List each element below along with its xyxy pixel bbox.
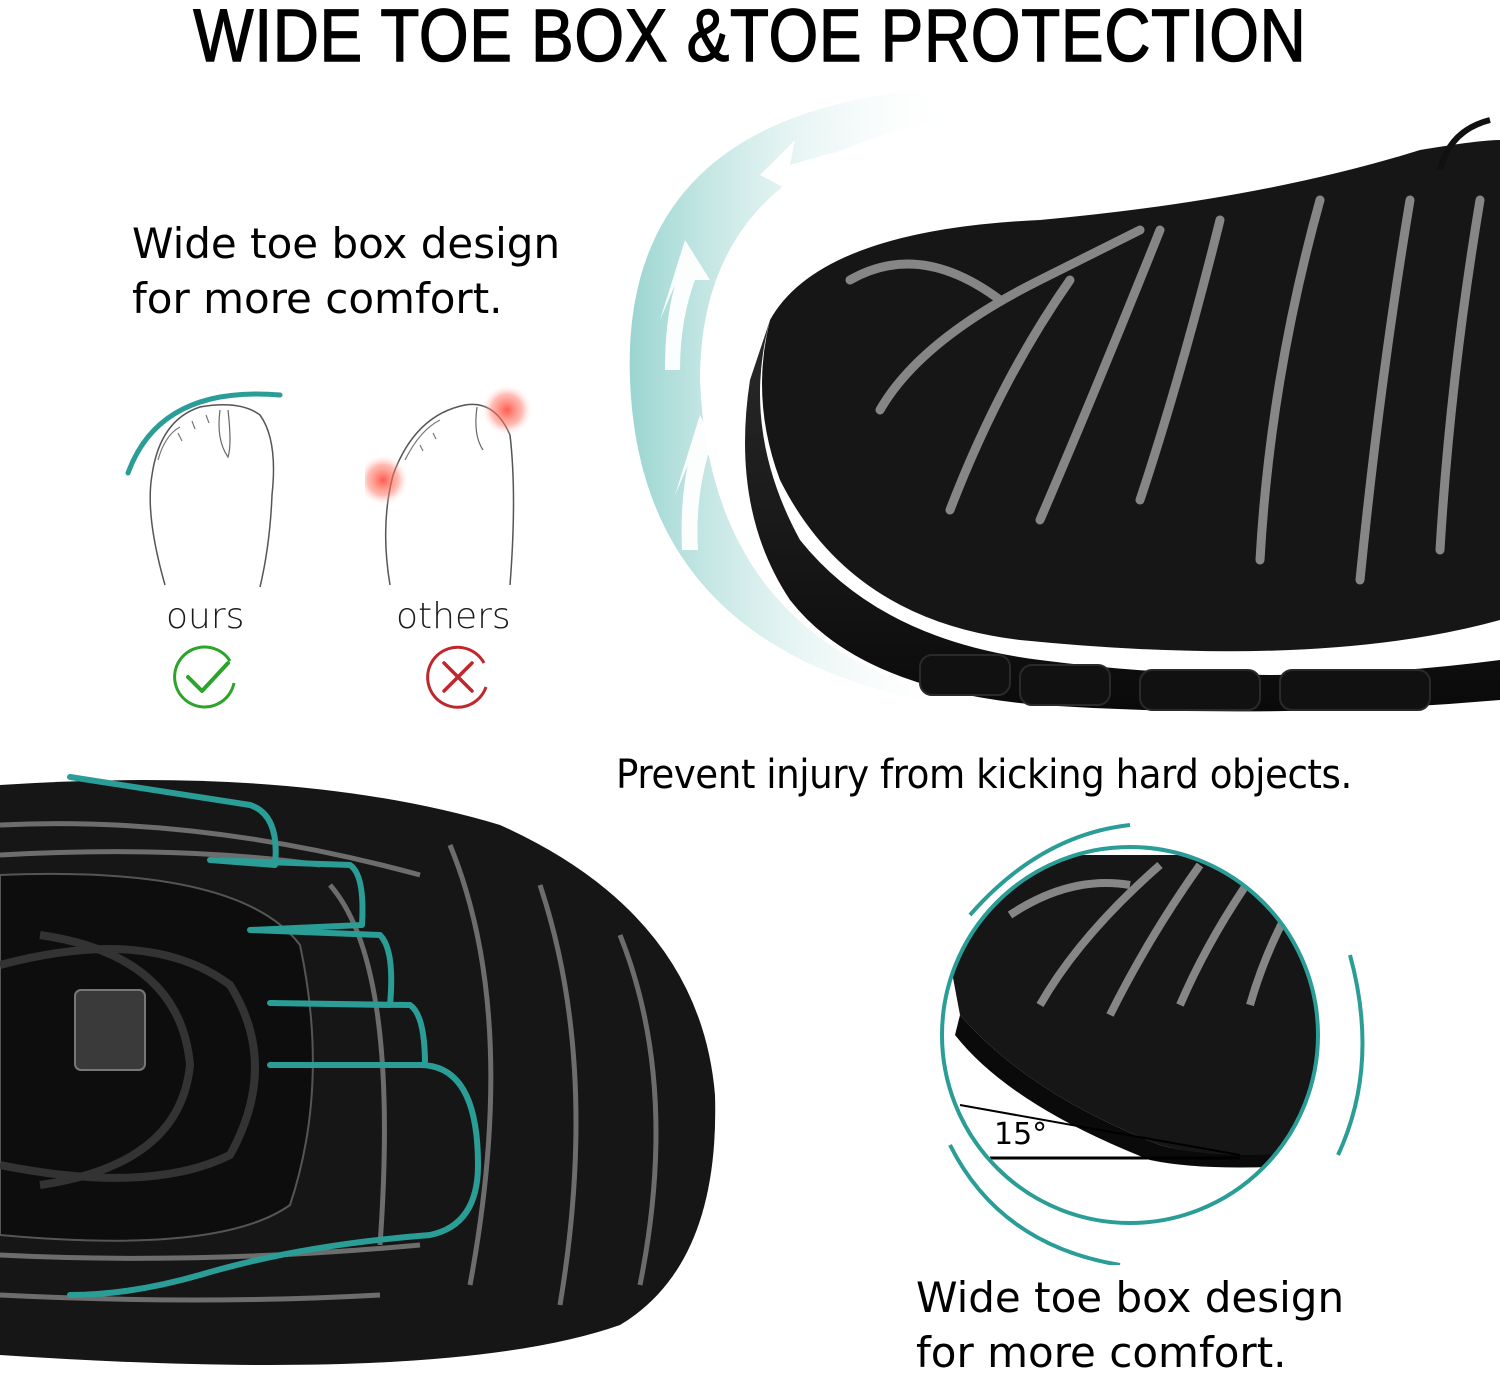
arrow-icons [660,140,885,550]
protection-arc [629,90,960,700]
bottom-caption-line-1: Wide toe box design [916,1273,1345,1322]
pain-spot-left [365,454,409,506]
outer-arc-top [968,823,1131,917]
outer-arc-bottom [948,1144,1121,1265]
shoe-upper [762,140,1500,652]
x-circle-icon [424,643,492,711]
angle-line-sloped [959,1104,1241,1156]
shoe-side-view-image [620,80,1500,720]
angle-label: 15° [994,1117,1048,1152]
lace-lock [74,989,146,1071]
wide-toe-arc [125,391,283,476]
top-caption-line-2: for more comfort. [132,274,503,323]
toe-outline [67,774,481,1298]
bottom-caption-line-2: for more comfort. [916,1328,1287,1377]
top-caption-line-1: Wide toe box design [132,219,561,268]
check-circle-icon [172,643,240,711]
others-label: others [396,596,511,637]
shoe-top-view-image [0,765,730,1392]
toe-angle-detail-image [930,815,1370,1265]
headline: WIDE TOE BOX &TOE PROTECTION [193,0,1307,77]
foot-outline-ours [120,365,290,595]
pain-spot-right [481,384,533,436]
detail-circle-border [940,845,1320,1225]
outer-arc-right [1336,954,1365,1156]
foot-outline-others [365,375,545,595]
ours-label: ours [166,596,245,637]
middle-caption: Prevent injury from kicking hard objects… [616,752,1352,798]
